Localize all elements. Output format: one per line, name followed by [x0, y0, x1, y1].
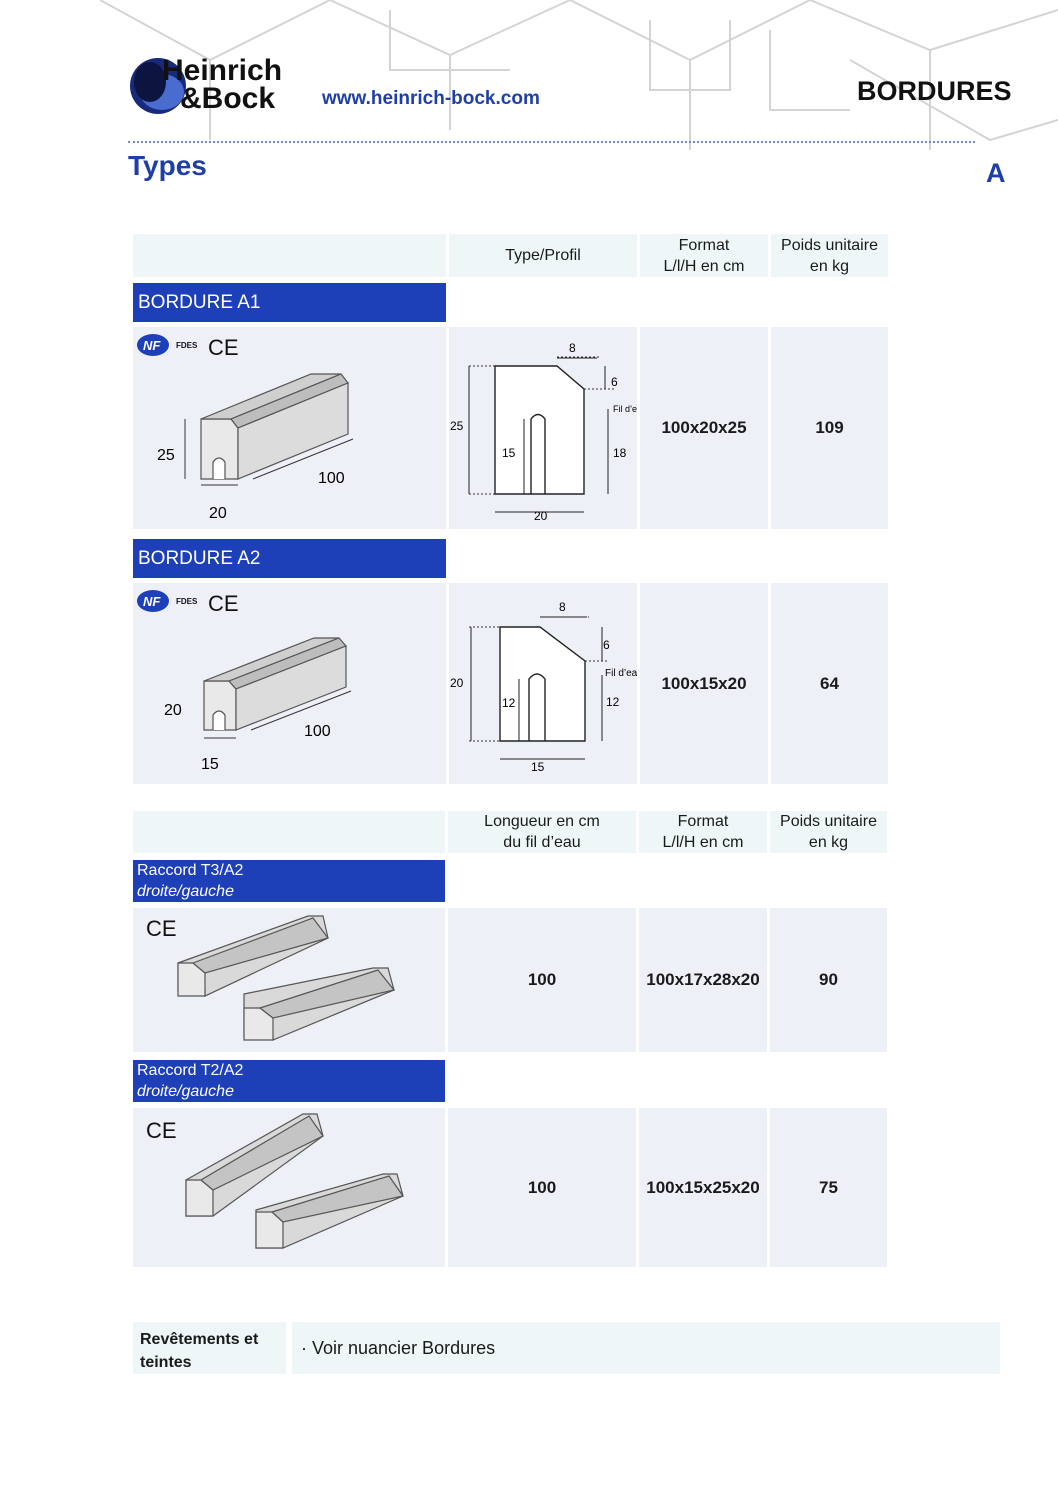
row-t3-weight: 90	[770, 908, 887, 1052]
a1-profile-inner: 15	[502, 446, 516, 460]
row-a2-profile-cell: 8 6 Fil d’eau 20 12 12 15	[449, 583, 637, 784]
row-a1-title: BORDURE A1	[133, 283, 446, 322]
table2-header-length: Longueur en cm du fil d’eau	[448, 811, 636, 853]
nf-logo-text: NF	[143, 594, 161, 609]
row-a2-format: 100x15x20	[640, 583, 768, 784]
brand-logo: Heinrich &Bock	[128, 52, 303, 118]
table1-header-weight: Poids unitaire en kg	[771, 234, 888, 277]
a1-profile-chamfer: 6	[611, 375, 618, 389]
dotted-divider	[128, 141, 975, 143]
logo-text-line2: &Bock	[180, 82, 275, 115]
row-a2-image-cell: NF FDES CE 20 100 15	[133, 583, 446, 784]
row-t3-sub: droite/gauche	[137, 883, 234, 900]
bordure-a2-profile-icon: 8 6 Fil d’eau 20 12 12 15	[450, 600, 637, 774]
background-pallet-sketch	[99, 0, 1058, 150]
logo-text-line1: Heinrich	[162, 54, 282, 87]
table1-header-type: Type/Profil	[449, 234, 637, 277]
raccord-t3-3d-icon: CE	[146, 915, 396, 1041]
website-link[interactable]: www.heinrich-bock.com	[322, 88, 540, 109]
row-t2-weight: 75	[770, 1108, 887, 1267]
table2-header-format: Format L/l/H en cm	[639, 811, 767, 853]
row-t3-image-cell: CE	[133, 908, 445, 1052]
a1-iso-height: 25	[157, 447, 175, 464]
logo-swoosh-icon: Heinrich &Bock	[130, 54, 282, 115]
row-t2-title: Raccord T2/A2 droite/gauche	[133, 1060, 445, 1102]
a2-profile-width: 15	[531, 760, 545, 774]
section-title: BORDURES	[857, 76, 1012, 106]
row-t2-sub: droite/gauche	[137, 1083, 234, 1100]
a2-profile-right: 12	[606, 695, 620, 709]
a1-iso-width: 20	[209, 505, 227, 522]
a1-profile-right: 18	[613, 446, 627, 460]
table1-header-format: Format L/l/H en cm	[640, 234, 768, 277]
bordure-a1-profile-icon: 8 6 Fil d’eau 25 15 18 20	[450, 341, 637, 523]
a2-iso-length: 100	[304, 723, 331, 740]
row-t2-name: Raccord T2/A2	[137, 1062, 244, 1079]
ce-mark-text: CE	[146, 1118, 177, 1143]
row-t3-format: 100x17x28x20	[639, 908, 767, 1052]
nf-logo-text: NF	[143, 338, 161, 353]
table1-header-blank	[133, 234, 446, 277]
fdes-logo-text: FDES	[176, 341, 198, 350]
a1-profile-height: 25	[450, 419, 464, 433]
a2-profile-top: 8	[559, 600, 566, 614]
bordure-a2-3d-icon: NF FDES CE 20 100 15	[137, 590, 352, 773]
nf-logo-icon	[137, 590, 169, 612]
ce-mark-text: CE	[146, 916, 177, 941]
row-a1-format: 100x20x25	[640, 327, 768, 529]
table2-header-blank	[133, 811, 445, 853]
row-t2-length: 100	[448, 1108, 636, 1267]
section-letter: A	[986, 158, 1006, 188]
raccord-t2-3d-icon: CE	[146, 1113, 405, 1249]
ce-mark-text: CE	[208, 335, 239, 360]
row-a1-profile-cell: 8 6 Fil d’eau 25 15 18 20	[449, 327, 637, 529]
row-t2-image-cell: CE	[133, 1108, 445, 1267]
page-title: Types	[128, 150, 207, 181]
row-a1-weight: 109	[771, 327, 888, 529]
note-label: Revêtements et teintes	[133, 1322, 286, 1374]
row-t3-name: Raccord T3/A2	[137, 862, 244, 879]
row-t2-format: 100x15x25x20	[639, 1108, 767, 1267]
ce-mark-text: CE	[208, 591, 239, 616]
a2-profile-inner: 12	[502, 696, 516, 710]
nf-logo-icon	[137, 334, 169, 356]
row-t3-title: Raccord T3/A2 droite/gauche	[133, 860, 445, 902]
cert-logos: NF FDES CE	[137, 334, 239, 360]
a2-profile-height: 20	[450, 676, 464, 690]
a1-profile-fil: Fil d’eau	[613, 404, 637, 414]
cert-logos: NF FDES CE	[137, 590, 239, 616]
a2-iso-height: 20	[164, 702, 182, 719]
row-a2-title: BORDURE A2	[133, 539, 446, 578]
table2-header-weight: Poids unitaire en kg	[770, 811, 887, 853]
bordure-a1-3d-icon: NF FDES CE 25 100 20	[137, 334, 354, 522]
note-text: · Voir nuancier Bordures	[292, 1322, 1000, 1374]
row-t3-length: 100	[448, 908, 636, 1052]
a1-profile-top: 8	[569, 341, 576, 355]
a2-profile-chamfer: 6	[603, 638, 610, 652]
a2-profile-fil: Fil d’eau	[605, 668, 637, 679]
a2-iso-width: 15	[201, 756, 219, 773]
fdes-logo-text: FDES	[176, 597, 198, 606]
a1-profile-width: 20	[534, 509, 548, 523]
row-a1-image-cell: NF FDES CE 25 100 20	[133, 327, 446, 529]
a1-iso-length: 100	[318, 470, 345, 487]
row-a2-weight: 64	[771, 583, 888, 784]
